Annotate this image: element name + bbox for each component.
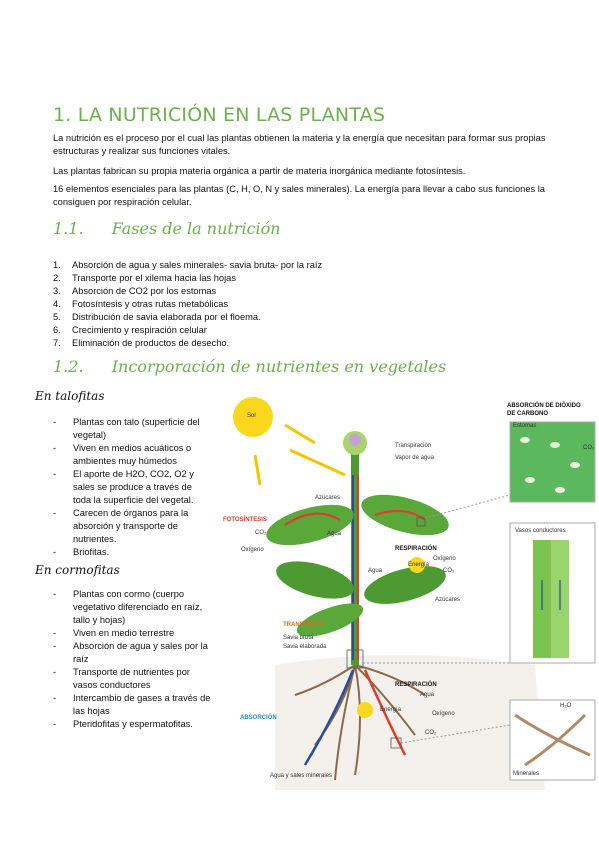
energy-label-2: Energía: [380, 707, 402, 713]
co2-label-1: CO₂: [255, 530, 267, 536]
absorption-label: ABSORCIÓN: [240, 715, 277, 721]
co2-label-3: CO₂: [425, 730, 437, 736]
water-vapor-label: Vapor de agua: [395, 455, 434, 461]
co2-label-2: CO₂: [443, 568, 455, 574]
oxygen-label-3: Oxígeno: [432, 711, 455, 717]
list-item: Absorción de agua y sales por la raíz: [53, 640, 215, 666]
elaborated-sap-label: Savia elaborada: [283, 644, 327, 650]
h2o-label: H₂O: [560, 703, 572, 709]
list-item: 6.Crecimiento y respiración celular: [53, 325, 207, 335]
co2-absorption-title-2: DE CARBONO: [507, 411, 549, 417]
sun-label: Sol: [247, 413, 256, 419]
list-item: Carecen de órganos para la absorción y t…: [53, 507, 211, 546]
water-label-1: Agua: [327, 531, 342, 537]
list-item: Briofitas.: [53, 546, 211, 559]
water-label-2: Agua: [368, 568, 383, 574]
stomata-icon: [520, 437, 580, 493]
section-number: 1.2.: [53, 357, 84, 376]
respiration-label-2: RESPIRACIÓN: [395, 682, 437, 688]
co2-label-4: CO₂: [583, 445, 595, 451]
phases-list: 1.Absorción de agua y sales minerales- s…: [53, 259, 322, 350]
plant-nutrition-diagram: Sol Transpiración Vapor de agua Azúcares…: [215, 395, 599, 790]
list-item: 2.Transporte por el xilema hacia las hoj…: [53, 273, 236, 283]
vessels-arrows-icon: [541, 580, 561, 610]
section-1-1-heading: 1.1. Fases de la nutrición: [53, 219, 281, 238]
water-label-3: Agua: [420, 692, 435, 698]
list-item: El aporte de H2O, CO2, O2 y sales se pro…: [53, 468, 211, 507]
oxygen-label-2: Oxígeno: [433, 556, 456, 562]
talofitas-heading: En talofitas: [35, 389, 105, 403]
section-number: 1.1.: [53, 219, 84, 238]
transport-label: TRANSPORTE: [283, 622, 325, 628]
section-title: Incorporación de nutrientes en vegetales: [111, 357, 447, 376]
list-item: 1.Absorción de agua y sales minerales- s…: [53, 260, 323, 270]
list-item: 4.Fotosíntesis y otras rutas metabólicas: [53, 299, 229, 309]
intro-paragraph-3: 16 elementos esenciales para las plantas…: [53, 184, 545, 207]
stomata-label: Estomas: [513, 423, 537, 429]
raw-sap-label: Savia bruta: [283, 635, 314, 641]
list-item: Transporte de nutrientes por vasos condu…: [53, 666, 215, 692]
sun-icon: [233, 397, 273, 437]
plant-illustration: [233, 397, 596, 790]
section-title: Fases de la nutrición: [111, 219, 281, 238]
sugars-label-1: Azúcares: [315, 495, 341, 501]
vessels-label: Vasos conductores: [515, 528, 566, 534]
intro-paragraph-1: La nutrición es el proceso por el cual l…: [53, 133, 546, 156]
water-salts-label: Agua y sales minerales: [270, 773, 333, 779]
respiration-label-1: RESPIRACIÓN: [395, 546, 437, 552]
minerals-label: Minerales: [513, 771, 540, 777]
page-title: 1. LA NUTRICIÓN EN LAS PLANTAS: [53, 104, 386, 126]
list-item: 3.Absorción de CO2 por los estomas: [53, 286, 217, 296]
list-item: Viven en medios acuáticos o ambientes mu…: [53, 442, 211, 468]
cormofitas-heading: En cormofitas: [35, 563, 120, 577]
list-item: Intercambio de gases a través de las hoj…: [53, 692, 215, 718]
energy-label-1: Energía: [408, 562, 430, 568]
list-item: Plantas con talo (superficie del vegetal…: [53, 416, 211, 442]
intro-paragraph-2: Las plantas fabrican su propia materia o…: [53, 166, 466, 176]
co2-absorption-title-1: ABSORCIÓN DE DIÓXIDO: [507, 403, 581, 409]
transpiration-label: Transpiración: [395, 443, 432, 449]
photosynthesis-label: FOTOSÍNTESIS: [223, 517, 267, 523]
list-item: Pteridofitas y espermatofitas.: [53, 718, 215, 731]
sugars-label-2: Azúcares: [435, 597, 461, 603]
oxygen-label-1: Oxígeno: [241, 547, 264, 553]
list-item: 7.Eliminación de productos de desecho.: [53, 338, 230, 348]
list-item: Plantas con cormo (cuerpo vegetativo dif…: [53, 588, 215, 627]
talofitas-list: Plantas con talo (superficie del vegetal…: [53, 416, 211, 559]
section-1-2-heading: 1.2. Incorporación de nutrientes en vege…: [53, 357, 446, 376]
list-item: Viven en medio terrestre: [53, 627, 215, 640]
cormofitas-list: Plantas con cormo (cuerpo vegetativo dif…: [53, 588, 215, 731]
list-item: 5.Distribución de savia elaborada por el…: [53, 312, 261, 322]
